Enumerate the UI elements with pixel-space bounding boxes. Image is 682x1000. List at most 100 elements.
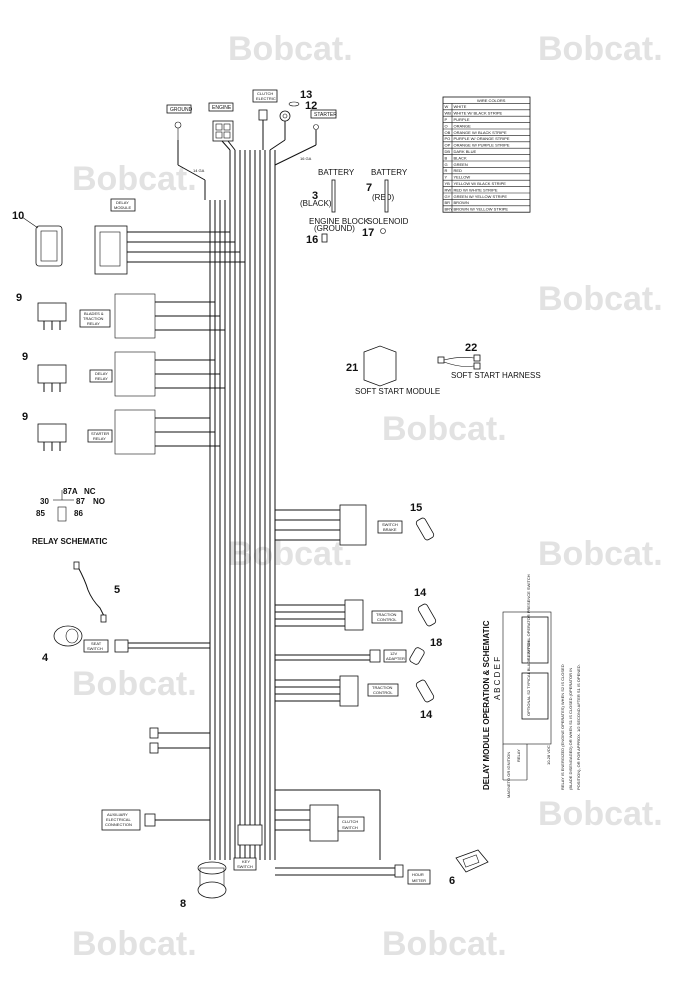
- legend-color-name: DARK BLUE: [454, 149, 477, 154]
- key-switch-label-1: KEY: [242, 859, 250, 864]
- left-connectors: [149, 727, 159, 754]
- callout-10: 10: [12, 210, 24, 222]
- voltage-label: 10-28 VDC: [546, 745, 551, 765]
- legend-code: Y: [445, 175, 448, 180]
- relay-no: NO: [93, 497, 105, 506]
- callout-9b: 9: [22, 351, 28, 363]
- legend-code: RW: [445, 187, 452, 192]
- legend-code: R: [445, 168, 448, 173]
- traction-control-2-label-2: CONTROL: [373, 690, 393, 695]
- legend-code: PO: [445, 136, 451, 141]
- callout-9a: 9: [16, 292, 22, 304]
- starter-relay-label-1: STARTER: [91, 431, 109, 436]
- legend-code: DB: [445, 149, 451, 154]
- relay-30: 30: [40, 497, 49, 506]
- callout-17: 17: [362, 227, 374, 239]
- legend-code: BR: [445, 200, 451, 205]
- traction-switch-part-1: 14: [414, 587, 437, 627]
- battery-black: BATTERY 3 (BLACK): [300, 168, 355, 213]
- legend-code: OB: [445, 130, 451, 135]
- relay-schematic: 87A NC 30 87 NO 85 86 RELAY SCHEMATIC: [32, 487, 108, 546]
- relay-87: 87: [76, 497, 85, 506]
- blades-traction-relay: BLADES & TRACTION RELAY: [79, 293, 156, 339]
- legend-code: YB: [445, 181, 451, 186]
- traction-control-1-label-2: CONTROL: [377, 617, 397, 622]
- battery-black-title: BATTERY: [318, 168, 355, 177]
- legend-color-name: PURPLE W/ ORANGE STRIPE: [454, 136, 510, 141]
- aux-label-1: AUXILIARY: [107, 812, 128, 817]
- delay-module-label-1: DELAY: [116, 200, 129, 205]
- watermark: Bobcat.: [538, 30, 663, 68]
- solenoid-label: SOLENOID: [367, 217, 409, 226]
- legend-color-name: ORANGE: [454, 123, 472, 128]
- relay-word: RELAY: [516, 749, 521, 762]
- callout-18: 18: [430, 637, 442, 649]
- legend-color-name: WHITE W/ BLACK STRIPE: [454, 111, 503, 116]
- watermark: Bobcat.: [382, 410, 507, 448]
- seat-switch-label-2: SWITCH: [87, 646, 103, 651]
- starter-terminal: 13 12 STARTER: [279, 89, 337, 130]
- harness-wires: [127, 120, 395, 876]
- legend-color-name: YELLOW W/ BLACK STRIPE: [454, 181, 507, 186]
- legend-code: G: [445, 162, 448, 167]
- delay-module: DELAY MODULE: [94, 198, 136, 275]
- callout-14a: 14: [414, 587, 427, 599]
- ground-terminal: GROUND: [166, 104, 193, 140]
- delay-module-part: 10: [12, 210, 63, 267]
- engine-block-ground: ENGINE BLOCK (GROUND) 16: [306, 217, 370, 246]
- watermark: Bobcat.: [72, 925, 197, 963]
- starter-relay: STARTER RELAY: [87, 409, 156, 455]
- watermark: Bobcat.: [382, 925, 507, 963]
- watermark: Bobcat.: [538, 280, 663, 318]
- auxiliary-connection: AUXILIARY ELECTRICAL CONNECTION: [101, 809, 156, 831]
- callout-7: 7: [366, 182, 372, 194]
- watermark: Bobcat.: [228, 535, 353, 573]
- adapter-connector: 12V ADAPTER 18: [369, 637, 442, 665]
- hour-meter-label-1: HOUR: [412, 872, 424, 877]
- battery-red-title: BATTERY: [371, 168, 408, 177]
- relay-part-2: 9: [22, 351, 67, 392]
- clutch-electric-label-2: ELECTRIC: [256, 96, 276, 101]
- ground-label: GROUND: [170, 107, 193, 113]
- legend-color-name: ORANGE W/ PURPLE STRIPE: [454, 143, 510, 148]
- callout-3: 3: [312, 190, 318, 202]
- relay-85: 85: [36, 509, 45, 518]
- legend-color-name: GREEN: [454, 162, 468, 167]
- legend-color-name: RED W/ WHITE STRIPE: [454, 187, 498, 192]
- seat-switch-label-1: SEAT: [91, 641, 102, 646]
- relay-part-3: 9: [22, 411, 67, 451]
- key-switch: KEY SWITCH 8: [180, 824, 263, 910]
- gauge-14ga: 14 GA: [193, 168, 205, 173]
- starter-relay-label-2: RELAY: [93, 436, 106, 441]
- note-line-2: (BLADE DISENGAGED) OR WHEN S1 IS CLOSED …: [568, 668, 573, 790]
- blades-relay-label-3: RELAY: [87, 321, 100, 326]
- traction-control-connector-2: TRACTION CONTROL: [339, 675, 399, 707]
- watermark: Bobcat.: [72, 160, 197, 198]
- clutch-electric-label-1: CLUTCH: [257, 91, 273, 96]
- callout-13: 13: [300, 89, 312, 101]
- legend-code: O: [445, 123, 448, 128]
- hour-meter-label-2: METER: [412, 878, 426, 883]
- legend-color-name: ORANGE W/ BLACK STRIPE: [454, 130, 507, 135]
- soft-start-module: 21 SOFT START MODULE: [346, 345, 440, 396]
- callout-16: 16: [306, 234, 318, 246]
- relay-part-1: 9: [16, 292, 67, 330]
- callout-15: 15: [410, 502, 422, 514]
- s1-text: S1 TYPICAL OPERATOR PRESENCE SWITCH: [526, 574, 531, 660]
- legend-code: P: [445, 117, 448, 122]
- legend-title: WIRE COLORS: [477, 98, 506, 103]
- note-line-1: RELAY IS ENERGIZED (ENGINE OPERATES) WHE…: [560, 664, 565, 790]
- callout-5: 5: [114, 584, 120, 596]
- traction-control-1-label-1: TRACTION: [376, 612, 397, 617]
- legend-code: BRY: [445, 207, 453, 212]
- legend-color-name: YELLOW: [454, 175, 471, 180]
- switch-brake-label-2: BRAKE: [383, 527, 397, 532]
- delay-schematic-pins: A B C D E F: [493, 657, 502, 700]
- watermark: Bobcat.: [538, 535, 663, 573]
- delay-module-schematic: DELAY MODULE OPERATION & SCHEMATIC A B C…: [482, 574, 581, 798]
- relay-86: 86: [74, 509, 83, 518]
- clutch-switch: CLUTCH SWITCH: [309, 804, 365, 842]
- aux-label-2: ELECTRICAL: [106, 817, 131, 822]
